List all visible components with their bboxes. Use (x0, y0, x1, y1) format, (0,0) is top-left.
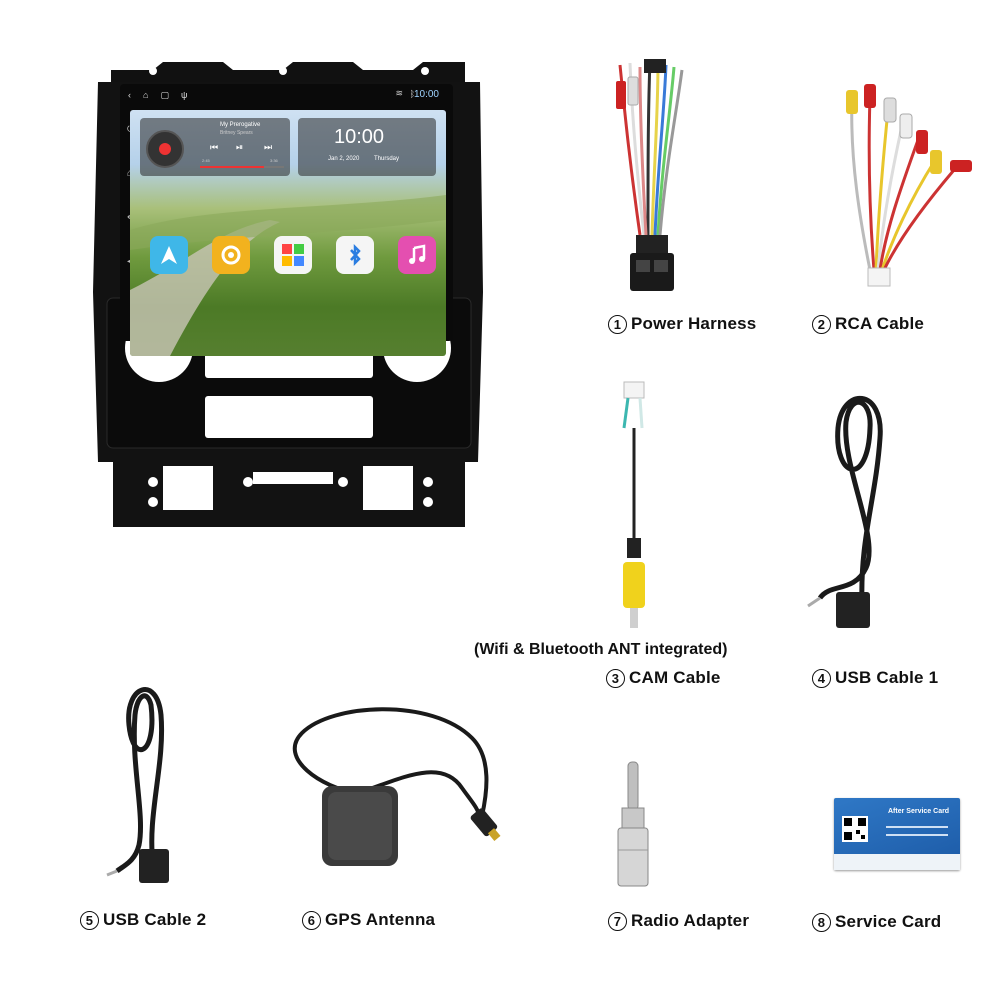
cam-cable-image (622, 381, 645, 628)
music-app-icon[interactable] (398, 236, 436, 274)
item-caption-6: 6 GPS Antenna (302, 910, 435, 930)
item-caption-7: 7 Radio Adapter (608, 911, 749, 931)
wifi-status-icon: ≋ (395, 88, 403, 98)
usb-cable-1-image (807, 396, 883, 628)
head-unit-screen[interactable]: ‹ ⌂ ▢ ψ 10:00 ᛒ ≋ ⏻ ⌂ ↩ ◂ My Prerogative… (120, 84, 453, 356)
artist-name: Britney Spears (220, 130, 253, 136)
clock-day: Thursday (374, 156, 400, 162)
gps-antenna-image (292, 707, 501, 866)
album-disc-icon (146, 130, 184, 168)
item-label-1: Power Harness (631, 314, 757, 333)
item-label-8: Service Card (835, 912, 942, 931)
item-label-7: Radio Adapter (631, 911, 750, 930)
item-number-2: 2 (812, 314, 831, 334)
item-caption-1: 1 Power Harness (608, 314, 756, 334)
item-caption-3: 3 CAM Cable (606, 668, 721, 688)
item-number-8: 8 (812, 912, 831, 932)
item-number-5: 5 (80, 910, 99, 930)
item-number-6: 6 (302, 910, 321, 930)
power-harness-image (616, 59, 684, 291)
elapsed-time: 2:45 (202, 158, 210, 163)
qr-code-icon (842, 816, 868, 842)
item-number-1: 1 (608, 314, 627, 334)
music-widget[interactable]: My Prerogative Britney Spears ⏮ ⏯ ⏭ 2:45… (140, 118, 290, 176)
clock-date: Jan 2, 2020 (328, 156, 360, 162)
service-card-title: After Service Card (888, 808, 950, 815)
item-number-4: 4 (812, 668, 831, 688)
antenna-note: (Wifi & Bluetooth ANT integrated) (474, 641, 728, 658)
navigation-app-icon[interactable] (150, 236, 188, 274)
service-card-image: After Service Card (834, 798, 960, 870)
radio-adapter-image (617, 761, 649, 887)
item-label-2: RCA Cable (835, 314, 925, 333)
head-unit: ‹ ⌂ ▢ ψ 10:00 ᛒ ≋ ⏻ ⌂ ↩ ◂ My Prerogative… (93, 62, 485, 527)
item-caption-4: 4 USB Cable 1 (812, 668, 938, 688)
bluetooth-app-icon[interactable] (336, 236, 374, 274)
item-number-3: 3 (606, 668, 625, 688)
back-icon[interactable]: ‹ (128, 90, 131, 100)
status-bar: ‹ ⌂ ▢ ψ (120, 84, 461, 106)
next-track-icon[interactable]: ⏭ (264, 142, 273, 152)
side-icon-volume[interactable]: ◂ (127, 256, 132, 267)
status-time: 10:00 (413, 89, 439, 100)
item-label-3: CAM Cable (629, 668, 721, 687)
item-caption-8: 8 Service Card (812, 912, 941, 932)
item-label-6: GPS Antenna (325, 910, 436, 929)
item-number-7: 7 (608, 911, 627, 931)
item-label-4: USB Cable 1 (835, 668, 939, 687)
prev-track-icon[interactable]: ⏮ (210, 142, 219, 152)
wallpaper: My Prerogative Britney Spears ⏮ ⏯ ⏭ 2:45… (130, 110, 446, 356)
song-title: My Prerogative (220, 122, 261, 128)
apps-grid-app-icon[interactable] (274, 236, 312, 274)
home-icon[interactable]: ⌂ (143, 90, 149, 100)
clock-widget: 10:00 Jan 2, 2020 Thursday (298, 118, 436, 176)
item-caption-2: 2 RCA Cable (812, 314, 924, 334)
progress-track[interactable] (200, 166, 284, 168)
rca-cable-image (846, 84, 972, 287)
usb-cable-2-image (106, 687, 169, 883)
total-time: 3:36 (270, 158, 278, 163)
play-pause-icon[interactable]: ⏯ (236, 142, 244, 152)
usb-icon: ψ (180, 90, 188, 100)
bluetooth-status-icon: ᛒ (409, 89, 415, 99)
item-label-5: USB Cable 2 (103, 910, 207, 929)
recents-icon[interactable]: ▢ (160, 89, 169, 100)
clock-time: 10:00 (334, 126, 385, 148)
progress-fill (200, 166, 264, 168)
settings-app-icon[interactable] (212, 236, 250, 274)
item-caption-5: 5 USB Cable 2 (80, 910, 206, 930)
